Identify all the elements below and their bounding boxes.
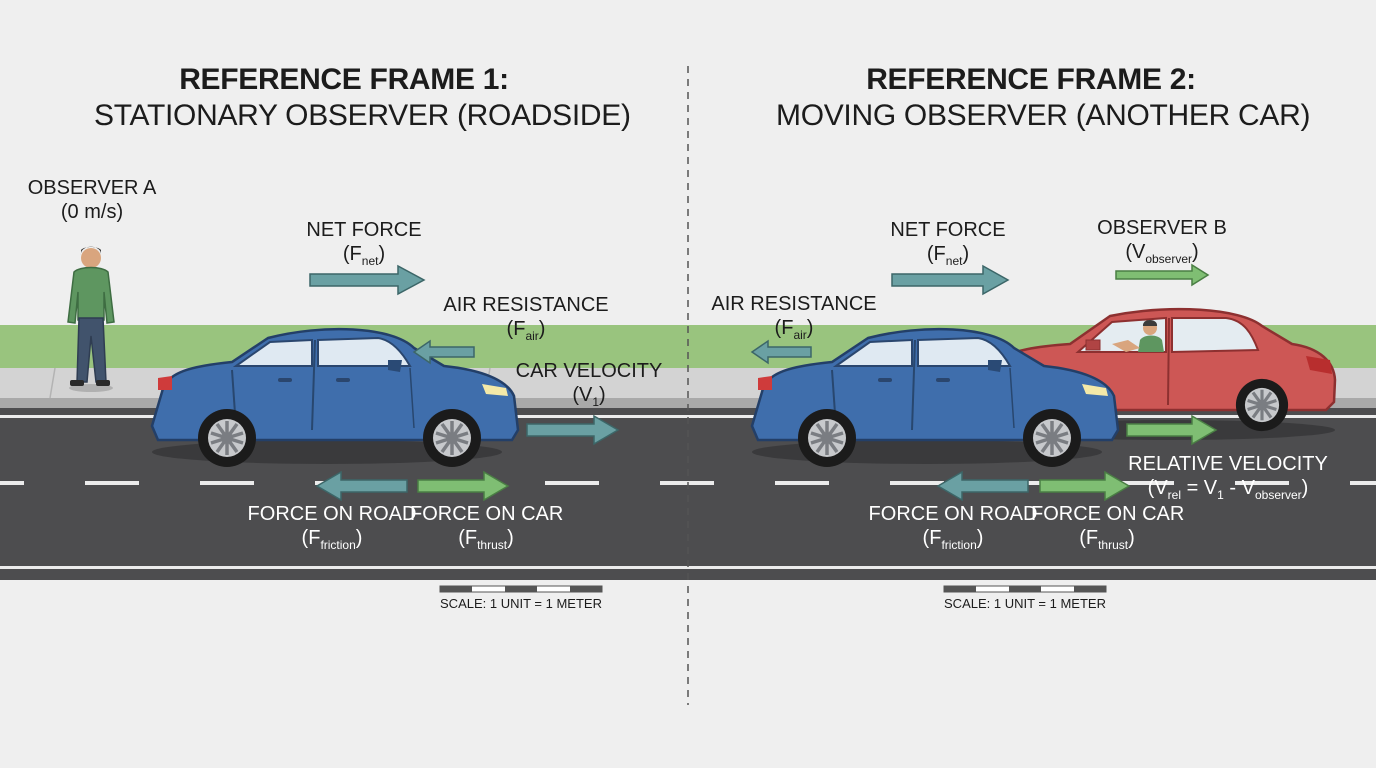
observer-b-label: OBSERVER B (Vobserver) [1082,216,1242,266]
force-on-road-name: FORCE ON ROAD [247,503,417,525]
air-resistance-name: AIR RESISTANCE [443,294,609,316]
relative-velocity-name: RELATIVE VELOCITY [1128,453,1328,475]
net-force-name-frame2: NET FORCE [890,219,1006,241]
observer-a-speed: (0 m/s) [60,201,124,223]
car-velocity-name: CAR VELOCITY [515,360,663,382]
friction-arrow-frame2 [936,470,1029,502]
frame2-title-line1: REFERENCE FRAME 2: [866,63,1196,96]
force-on-road-name-frame2: FORCE ON ROAD [868,503,1038,525]
scale-label-frame1: SCALE: 1 UNIT = 1 METER [440,596,602,611]
thrust-arrow-frame1 [417,470,510,502]
observer-b-arrow [1115,263,1210,287]
observer-a-name: OBSERVER A [27,177,157,199]
car-velocity-symbol: (V1) [572,384,606,409]
net-force-name: NET FORCE [306,219,422,241]
force-on-road-symbol: (Ffriction) [301,527,363,552]
relative-velocity-label: RELATIVE VELOCITY (Vrel = V1 - Vobserver… [1118,452,1338,502]
frame1-title: REFERENCE FRAME 1: STATIONARY OBSERVER (… [94,62,631,134]
air-resistance-label-frame2: AIR RESISTANCE (Fair) [694,292,894,342]
force-on-car-name-frame2: FORCE ON CAR [1031,503,1185,525]
air-resistance-symbol-frame2: (Fair) [774,317,814,342]
force-on-road-label-frame2: FORCE ON ROAD (Ffriction) [867,502,1039,552]
force-on-road-label: FORCE ON ROAD (Ffriction) [246,502,418,552]
thrust-arrow-frame2 [1039,470,1131,502]
net-force-arrow [309,264,426,296]
force-on-car-symbol-frame2: (Fthrust) [1079,527,1135,552]
scale-bar-frame1 [439,585,603,593]
frame2-title: REFERENCE FRAME 2: MOVING OBSERVER (ANOT… [776,62,1311,134]
friction-arrow-frame1 [315,470,408,502]
net-force-label: NET FORCE (Fnet) [284,218,444,268]
frame1-title-line2: STATIONARY OBSERVER (ROADSIDE) [94,99,631,132]
air-resistance-label: AIR RESISTANCE (Fair) [426,293,626,343]
air-resistance-name-frame2: AIR RESISTANCE [711,293,877,315]
observer-b-name: OBSERVER B [1097,217,1227,239]
force-on-road-symbol-frame2: (Ffriction) [922,527,984,552]
air-resistance-arrow [412,339,475,365]
force-on-car-name: FORCE ON CAR [410,503,564,525]
observer-a-figure [67,246,115,392]
observer-b-symbol: (Vobserver) [1125,241,1199,266]
car-velocity-arrow [526,414,620,446]
net-force-label-frame2: NET FORCE (Fnet) [868,218,1028,268]
relative-velocity-formula: (Vrel = V1 - Vobserver) [1147,477,1309,502]
scale-bar-frame2 [943,585,1107,593]
net-force-arrow-frame2 [891,264,1010,296]
net-force-symbol: (Fnet) [342,243,386,268]
observer-a-label: OBSERVER A (0 m/s) [12,176,172,224]
force-on-car-label-frame2: FORCE ON CAR (Fthrust) [1031,502,1185,552]
force-on-car-label: FORCE ON CAR (Fthrust) [410,502,564,552]
scale-label-frame2: SCALE: 1 UNIT = 1 METER [944,596,1106,611]
relative-velocity-arrow [1126,414,1218,446]
frame2-title-line2: MOVING OBSERVER (ANOTHER CAR) [776,99,1311,132]
frame1-title-line1: REFERENCE FRAME 1: [179,63,509,96]
curb [0,398,1376,408]
net-force-symbol-frame2: (Fnet) [926,243,970,268]
air-resistance-symbol: (Fair) [506,318,546,343]
force-on-car-symbol: (Fthrust) [458,527,514,552]
air-resistance-arrow-frame2 [750,339,812,365]
car-velocity-label: CAR VELOCITY (V1) [504,359,674,409]
